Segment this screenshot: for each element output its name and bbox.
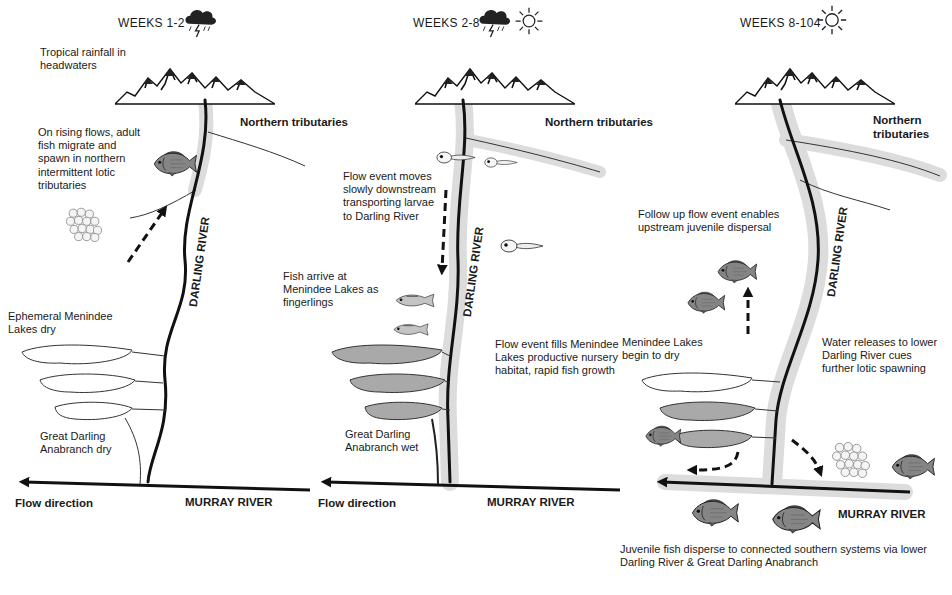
fish-eggs (66, 208, 101, 241)
darling-river (148, 100, 818, 484)
region-name: Northern tributaries (873, 114, 945, 142)
fish-larva (485, 158, 517, 167)
period-title: WEEKS 8-104 (740, 16, 830, 30)
period-title: WEEKS 2-8 (413, 16, 493, 30)
murray-river (24, 482, 910, 492)
tributary-line (130, 132, 940, 218)
region-name: Northern tributaries (240, 116, 370, 130)
juvenile-fish (646, 426, 681, 446)
juvenile-fish (688, 292, 725, 313)
sun-icon (516, 8, 543, 35)
annotation-note: Tropical rainfall in headwaters (40, 46, 130, 72)
storm-icon (479, 10, 510, 37)
adult-fish (154, 152, 196, 176)
annotation-note: Ephemeral Menindee Lakes dry (8, 310, 138, 336)
wet-band (195, 100, 940, 492)
menindee-lakes (642, 373, 780, 448)
headwater-ranges (415, 69, 575, 104)
movement-arrow (128, 190, 820, 472)
river-name: DARLING RIVER (824, 196, 853, 307)
direction-note: Flow direction (15, 497, 115, 511)
region-name: Northern tributaries (545, 116, 675, 130)
annotation-note: Flow event moves slowly downstream trans… (343, 170, 439, 223)
fish-larva (437, 152, 475, 163)
menindee-lakes (332, 345, 450, 484)
annotation-note: Juvenile fish disperse to connected sout… (620, 543, 940, 569)
annotation-note: Water releases to lower Darling River cu… (822, 336, 944, 376)
juvenile-fish (693, 500, 739, 526)
adult-fish (892, 455, 934, 479)
annotation-note: Great Darling Anabranch wet (345, 428, 429, 454)
storm-icon (185, 10, 216, 37)
river-name: MURRAY RIVER (838, 508, 948, 522)
juvenile-fish (718, 261, 757, 283)
fish-larva (501, 240, 543, 252)
annotation-note: Follow up flow event enables upstream ju… (638, 208, 798, 234)
annotation-note: On rising flows, adult fish migrate and … (38, 126, 148, 192)
fingerling-fish (394, 324, 428, 335)
fingerling-fish (396, 294, 434, 307)
river-name: MURRAY RIVER (185, 496, 295, 510)
period-title: WEEKS 1-2 (118, 16, 198, 30)
river-name: DARLING RIVER (186, 206, 215, 317)
annotation-note: Menindee Lakes begin to dry (622, 336, 717, 362)
annotation-note: Great Darling Anabranch dry (40, 430, 125, 456)
fish-eggs (832, 442, 869, 477)
annotation-note: Fish arrive at Menindee Lakes as fingerl… (283, 270, 383, 310)
headwater-ranges (115, 69, 275, 104)
menindee-lakes (22, 345, 166, 484)
headwater-ranges (735, 69, 895, 104)
river-name: DARLING RIVER (460, 216, 489, 327)
sun-icon (818, 6, 846, 34)
direction-note: Flow direction (318, 497, 418, 511)
river-name: MURRAY RIVER (487, 496, 597, 510)
juvenile-fish (773, 506, 820, 533)
annotation-note: Flow event fills Menindee Lakes producti… (495, 338, 620, 378)
